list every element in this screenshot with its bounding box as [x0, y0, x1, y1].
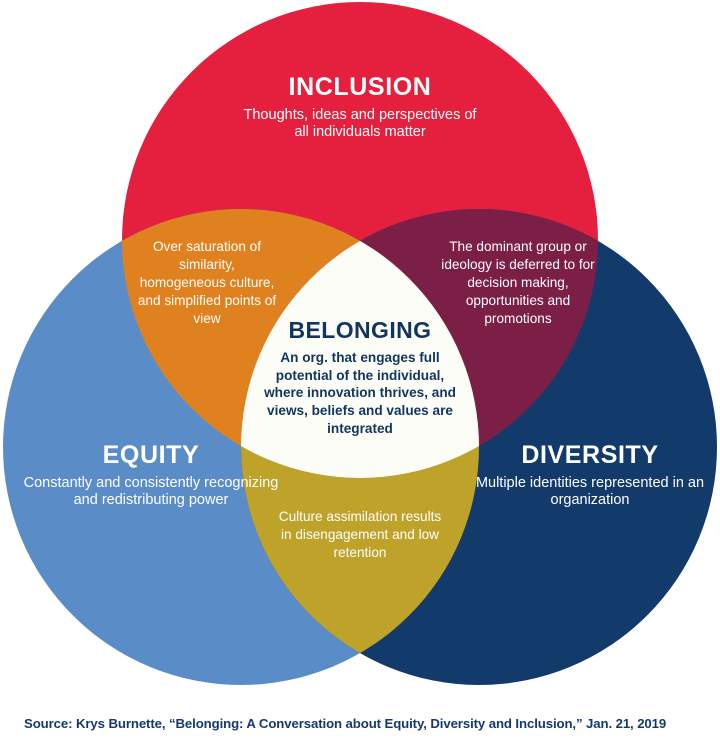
label-overlap-inclusion-equity: Over saturation of similarity, homogeneo…: [136, 238, 278, 328]
label-inclusion: INCLUSION Thoughts, ideas and perspectiv…: [240, 72, 480, 142]
label-diversity-body: Multiple identities represented in an or…: [475, 474, 705, 509]
label-belonging-body: An org. that engages full potential of t…: [264, 350, 456, 436]
label-inclusion-body: Thoughts, ideas and perspectives of all …: [243, 106, 477, 141]
label-overlap-inclusion-equity-body: Over saturation of similarity, homogeneo…: [137, 239, 277, 327]
label-overlap-equity-diversity: Culture assimilation results in disengag…: [278, 508, 442, 562]
label-overlap-inclusion-diversity: The dominant group or ideology is deferr…: [438, 238, 598, 328]
label-diversity: DIVERSITY Multiple identities represente…: [470, 440, 710, 510]
label-equity-body: Constantly and consistently recognizing …: [23, 474, 279, 509]
venn-diagram-svg: [3, 2, 717, 685]
label-diversity-title: DIVERSITY: [521, 441, 659, 469]
label-inclusion-title: INCLUSION: [288, 73, 432, 101]
label-overlap-inclusion-diversity-body: The dominant group or ideology is deferr…: [441, 239, 595, 327]
label-belonging: BELONGING An org. that engages full pote…: [262, 316, 458, 437]
venn-diagram: INCLUSION Thoughts, ideas and perspectiv…: [3, 2, 717, 685]
label-belonging-title: BELONGING: [288, 317, 432, 343]
source-caption: Source: Krys Burnette, “Belonging: A Con…: [24, 716, 667, 731]
label-equity-title: EQUITY: [102, 441, 200, 469]
label-overlap-equity-diversity-body: Culture assimilation results in disengag…: [278, 509, 442, 561]
label-equity: EQUITY Constantly and consistently recog…: [22, 440, 280, 510]
